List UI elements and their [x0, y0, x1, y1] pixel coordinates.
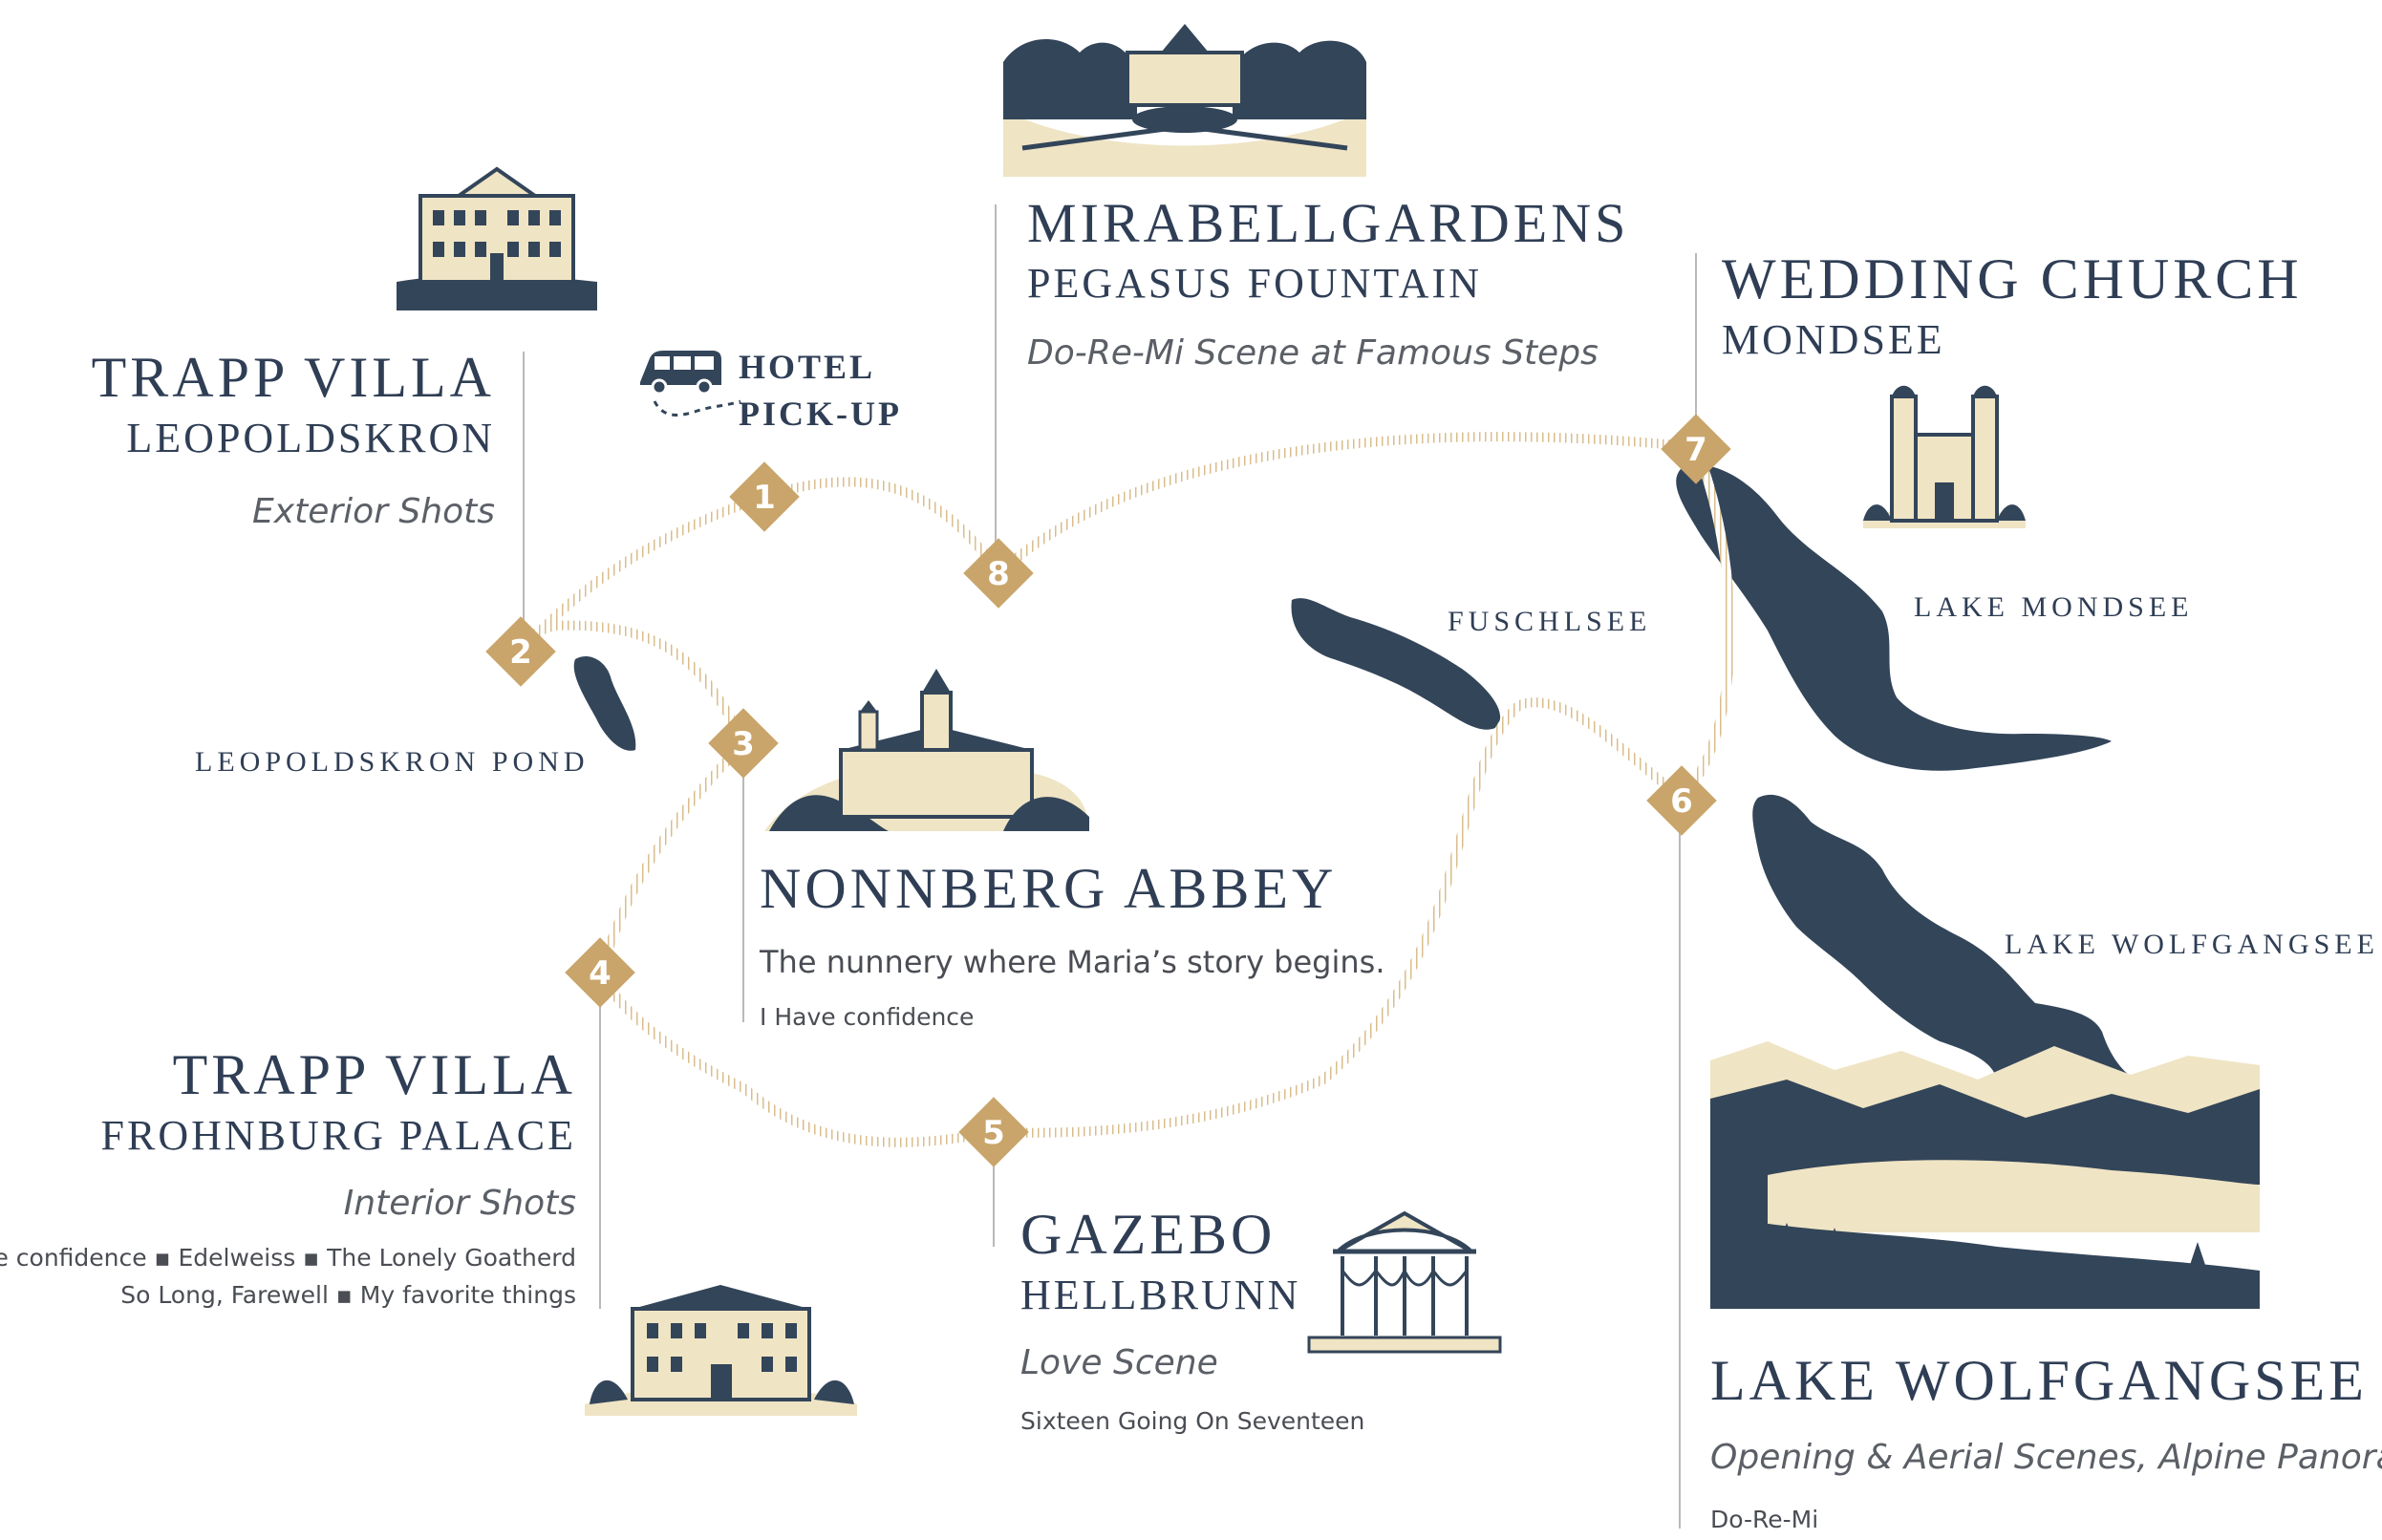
marker-2-label: 2 [509, 633, 532, 672]
abbey-icon [764, 669, 1089, 831]
trapp-villa-frohnburg-title: TRAPP VILLA [172, 1043, 576, 1106]
lake-wolfgangsee-songs: Do-Re-Mi [1710, 1506, 1819, 1533]
wedding-church-card: WEDDING CHURCH MONDSEE [1722, 250, 2303, 361]
trapp-villa-leopoldskron-scene: Exterior Shots [252, 492, 495, 531]
marker-5-label: 5 [982, 1114, 1005, 1152]
lake-wolfgangsee-card: LAKE WOLFGANGSEE Opening & Aerial Scenes… [1710, 1352, 2382, 1533]
marker-4[interactable]: 4 [565, 937, 635, 1008]
nonnberg-abbey-card: NONNBERG ABBEY The nunnery where Maria’s… [760, 860, 1385, 1031]
trapp-villa-leopoldskron-title: TRAPP VILLA [91, 346, 495, 409]
church-icon [1863, 385, 2026, 528]
nonnberg-abbey-title: NONNBERG ABBEY [760, 857, 1338, 920]
marker-8-label: 8 [987, 555, 1010, 593]
lake-wolfgangsee-label: LAKE WOLFGANGSEE [2005, 929, 2379, 960]
leopoldskron-pond-shape [573, 655, 636, 751]
gazebo-songs: Sixteen Going On Seventeen [1020, 1407, 1365, 1435]
trapp-villa-frohnburg-songs-1: I Have confidence ▪ Edelweiss ▪ The Lone… [0, 1244, 576, 1272]
trapp-villa-frohnburg-scene: Interior Shots [343, 1184, 576, 1223]
lake-wolfgangsee-scene: Opening & Aerial Scenes, Alpine Panorama [1710, 1438, 2382, 1477]
nonnberg-abbey-songs: I Have confidence [760, 1003, 975, 1031]
gazebo-icon [1307, 1210, 1502, 1354]
wedding-church-title: WEDDING CHURCH [1722, 247, 2303, 310]
trapp-villa-leopoldskron-card: TRAPP VILLA LEOPOLDSKRON Exterior Shots [92, 349, 495, 531]
van-icon [640, 351, 741, 417]
marker-4-label: 4 [589, 954, 612, 993]
marker-2[interactable]: 2 [485, 616, 556, 687]
fuschlsee-label: FUSCHLSEE [1448, 606, 1651, 637]
fuschlsee-shape [1291, 598, 1501, 730]
mondsee-shape [1676, 464, 2112, 771]
marker-3-label: 3 [732, 725, 755, 763]
leopoldskron-pond-label: LEOPOLDSKRON POND [195, 746, 590, 778]
marker-3[interactable]: 3 [708, 708, 779, 779]
marker-6-label: 6 [1670, 782, 1693, 821]
marker-5[interactable]: 5 [958, 1097, 1029, 1167]
gardens-icon [1003, 24, 1366, 177]
trapp-villa-frohnburg-card: TRAPP VILLA FROHNBURG PALACE Interior Sh… [0, 1046, 576, 1309]
marker-1-label: 1 [753, 479, 776, 517]
nonnberg-abbey-description: The nunnery where Maria’s story begins. [760, 944, 1385, 980]
trapp-villa-frohnburg-songs-2: So Long, Farewell ▪ My favorite things [120, 1281, 576, 1309]
hotel-pickup-label: HOTEL PICK-UP [739, 344, 902, 437]
stop-markers: 1 2 3 4 5 6 7 8 [485, 414, 1731, 1167]
marker-7-label: 7 [1685, 431, 1707, 469]
mirabell-card: MIRABELLGARDENS PEGASUS FOUNTAIN Do-Re-M… [1027, 192, 1630, 374]
marker-6[interactable]: 6 [1646, 765, 1717, 836]
tour-route [516, 432, 1735, 1147]
trapp-villa-leopoldskron-subtitle: LEOPOLDSKRON [126, 415, 495, 461]
gazebo-subtitle: HELLBRUNN [1020, 1272, 1301, 1318]
mirabell-scene: Do-Re-Mi Scene at Famous Steps [1027, 333, 1599, 373]
marker-7[interactable]: 7 [1661, 414, 1731, 484]
wedding-church-subtitle: MONDSEE [1722, 316, 1945, 363]
palace-icon [585, 1285, 857, 1416]
gazebo-card: GAZEBO HELLBRUNN Love Scene Sixteen Goin… [1020, 1206, 1364, 1435]
leader-lines [523, 204, 1697, 1529]
gazebo-scene: Love Scene [1020, 1343, 1218, 1382]
trapp-villa-frohnburg-subtitle: FROHNBURG PALACE [100, 1112, 576, 1159]
gazebo-title: GAZEBO [1020, 1203, 1277, 1266]
hotel-subtitle: PICK-UP [739, 394, 902, 433]
lake-wolfgangsee-title: LAKE WOLFGANGSEE [1710, 1349, 2368, 1412]
marker-8[interactable]: 8 [963, 538, 1034, 609]
hotel-title: HOTEL [739, 348, 876, 386]
mirabell-subtitle: PEGASUS FOUNTAIN [1027, 260, 1482, 307]
villa-icon [397, 166, 597, 310]
mirabell-title: MIRABELLGARDENS [1027, 192, 1630, 254]
lake-mondsee-label: LAKE MONDSEE [1914, 591, 2194, 623]
lake-panorama-icon [1710, 1041, 2260, 1309]
marker-1[interactable]: 1 [729, 461, 800, 532]
